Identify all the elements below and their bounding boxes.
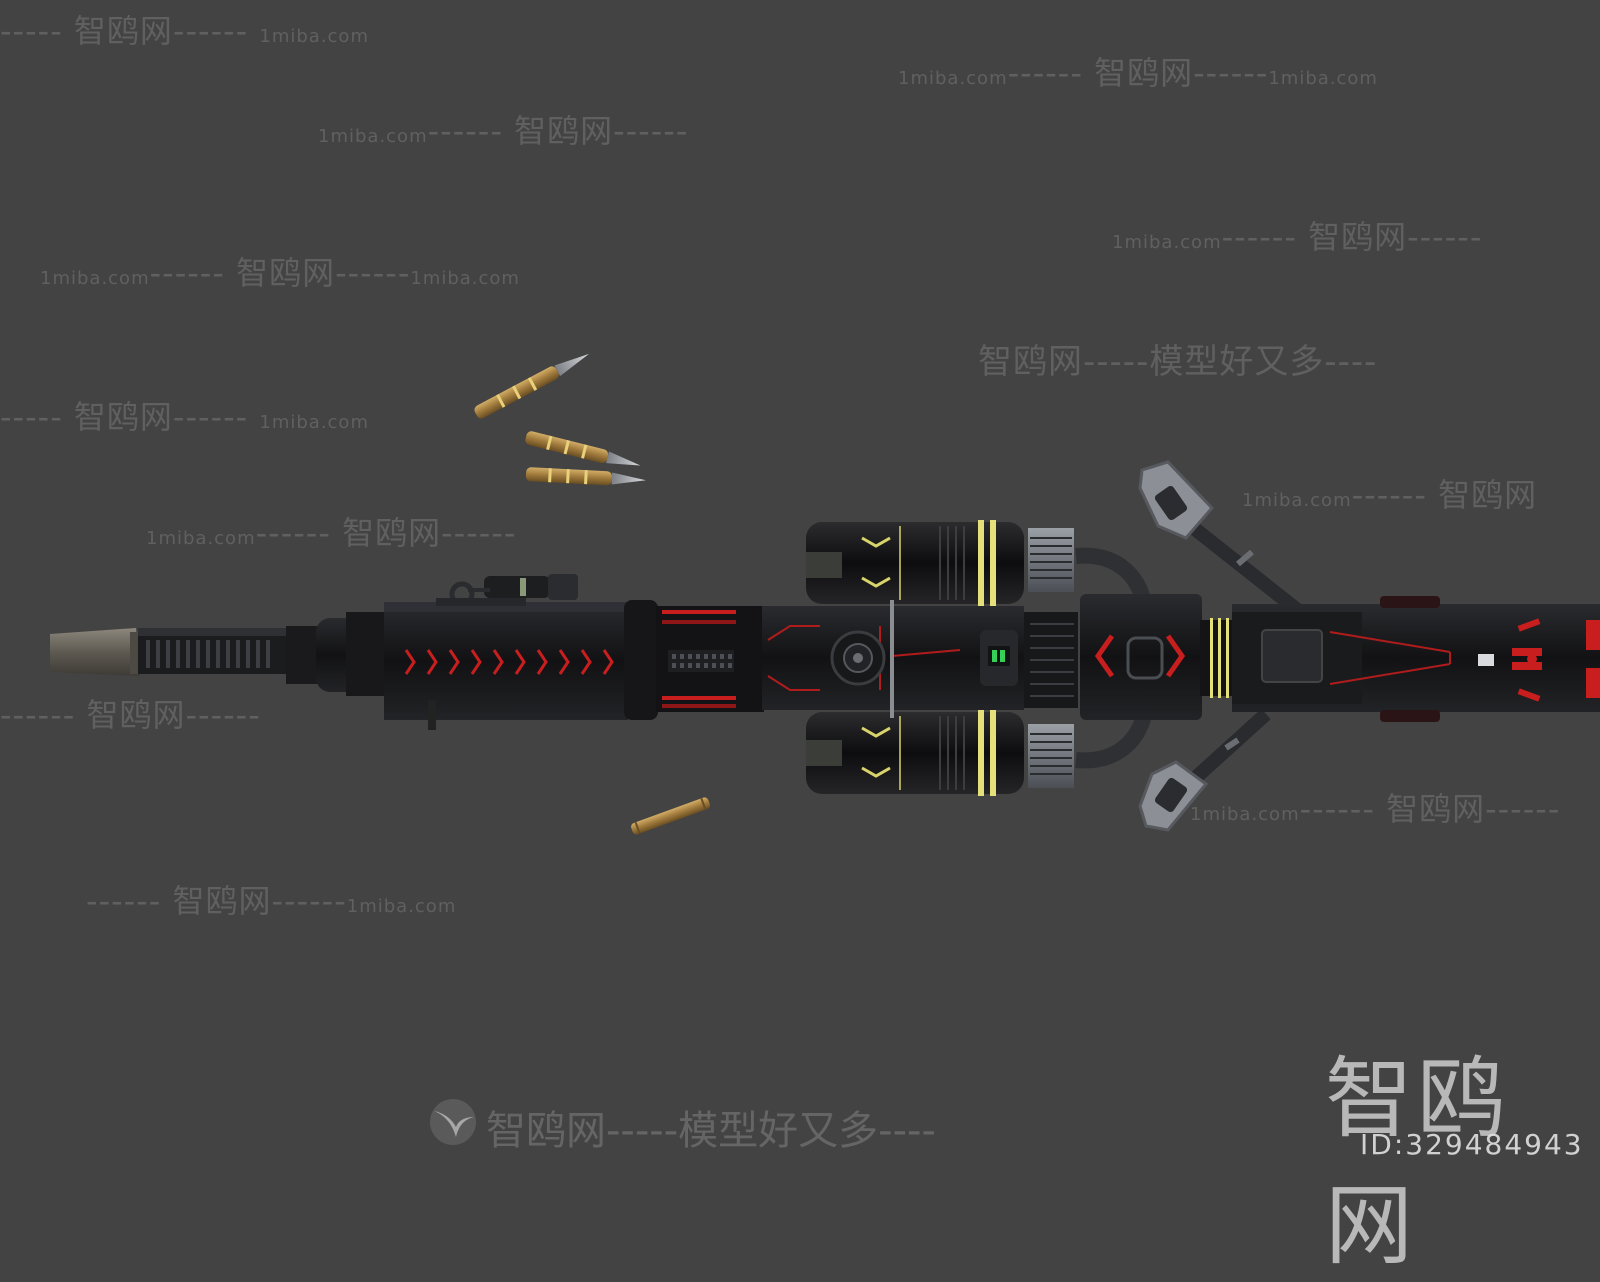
watermark-slogan: 智鸥网-----模型好又多---- bbox=[978, 342, 1378, 382]
watermark-row-4: 1miba.com------ 智鸥网------ bbox=[1112, 218, 1483, 256]
render-viewport: ----- 智鸥网------ 1miba.com 1miba.com-----… bbox=[0, 12, 1600, 1277]
bullet-casing bbox=[631, 797, 710, 835]
muzzle-brake bbox=[50, 628, 142, 676]
image-id-label: ID:329484943 bbox=[1360, 1128, 1584, 1161]
watermark-row-6: ----- 智鸥网------ 1miba.com bbox=[0, 398, 369, 436]
front-receiver bbox=[384, 598, 628, 730]
watermark-row-11: ------ 智鸥网------1miba.com bbox=[86, 882, 457, 920]
flashlight-attachment bbox=[449, 574, 578, 607]
barrel-shroud bbox=[138, 628, 288, 674]
gun-model-render bbox=[50, 353, 1600, 835]
barrel-collar bbox=[286, 626, 320, 684]
watermark-row-2: 1miba.com------ 智鸥网------1miba.com bbox=[898, 54, 1378, 92]
yellow-ring-collar bbox=[1200, 618, 1234, 698]
watermark-row-8: 1miba.com------ 智鸥网------ bbox=[146, 514, 517, 552]
bullet-2 bbox=[525, 431, 641, 466]
ammo-drum-bottom bbox=[806, 710, 1074, 796]
bullet-1 bbox=[474, 353, 590, 419]
watermark-row-9: ------ 智鸥网------ bbox=[0, 696, 261, 734]
chevron-arrows bbox=[404, 649, 614, 675]
watermark-row-10: 1miba.com------ 智鸥网------ bbox=[1190, 790, 1561, 828]
bird-logo-icon bbox=[430, 1099, 476, 1145]
central-receiver bbox=[762, 600, 1024, 718]
bipod-leg-top bbox=[1138, 460, 1305, 618]
watermark-row-5: 1miba.com------ 智鸥网------1miba.com bbox=[40, 254, 520, 292]
front-mount bbox=[346, 612, 388, 696]
vent-block bbox=[656, 606, 764, 712]
bipod-leg-bottom bbox=[1138, 708, 1271, 832]
feed-hose-bottom bbox=[1075, 712, 1152, 769]
watermark-row-7: 1miba.com------ 智鸥网 bbox=[1242, 476, 1538, 514]
rear-block bbox=[1080, 594, 1202, 720]
rear-stock bbox=[1232, 596, 1600, 722]
bullet-3 bbox=[525, 467, 646, 486]
trigger-guard bbox=[428, 700, 436, 730]
watermark-row-1: ----- 智鸥网------ 1miba.com bbox=[0, 12, 369, 50]
status-led-icon bbox=[992, 650, 997, 662]
receiver-ring bbox=[624, 600, 658, 720]
ammo-drum-top bbox=[806, 520, 1074, 606]
watermark-row-3: 1miba.com------ 智鸥网------ bbox=[318, 112, 689, 150]
bottom-slogan-watermark: 智鸥网-----模型好又多---- bbox=[486, 1108, 936, 1154]
